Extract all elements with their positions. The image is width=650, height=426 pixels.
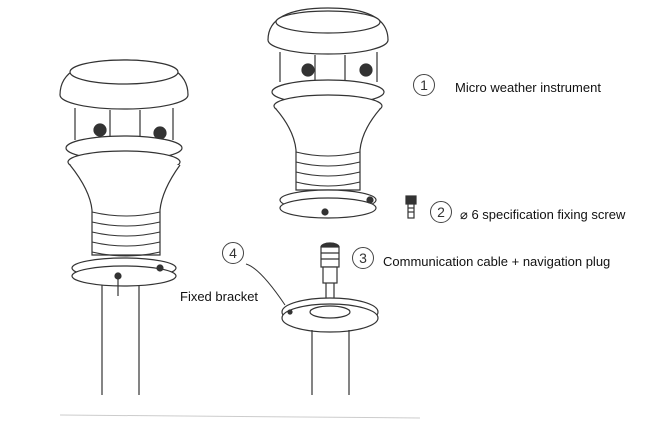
callout-2-number: 2 xyxy=(430,201,452,223)
callout-2-label: ⌀ 6 specification fixing screw xyxy=(460,207,626,222)
callout-4-number: 4 xyxy=(222,242,244,264)
callout-1-label: Micro weather instrument xyxy=(455,80,601,95)
callout-3-number: 3 xyxy=(352,247,374,269)
fixed-bracket xyxy=(281,297,379,395)
fixing-screw xyxy=(405,195,417,219)
callout-1-number: 1 xyxy=(413,74,435,96)
bracket-leader-line xyxy=(245,263,286,306)
callout-3-label: Communication cable + navigation plug xyxy=(383,254,611,269)
exploded-instrument xyxy=(267,7,389,219)
ground-shadow xyxy=(59,414,421,419)
callout-4-label: Fixed bracket xyxy=(180,289,259,304)
assembled-instrument xyxy=(59,59,189,395)
